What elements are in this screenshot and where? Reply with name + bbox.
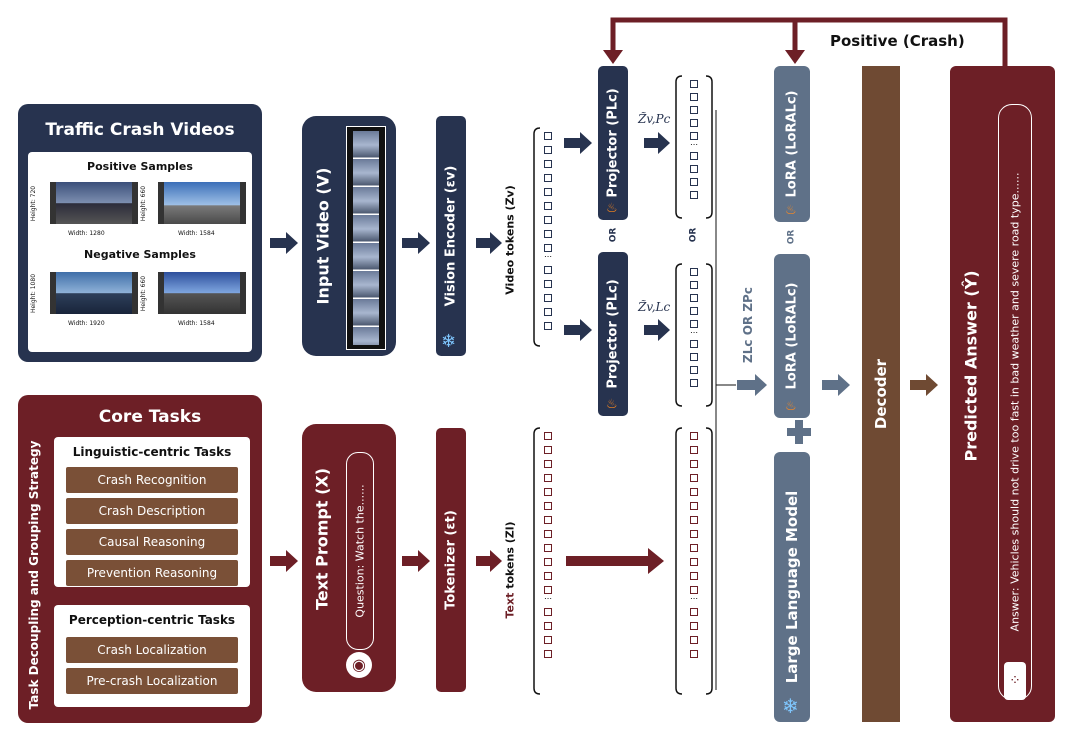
- input-video-block: Input Video (V): [302, 116, 396, 356]
- core-tasks-panel: Core Tasks Task Decoupling and Grouping …: [18, 395, 262, 723]
- lora-pc-label: LoRA (LoRALc): [784, 90, 800, 198]
- projected-token-column-pc: ⋯: [690, 80, 698, 199]
- robot-icon: ⁘: [1004, 662, 1026, 700]
- zlc-or-zpc-label: ZLc OR ZPc: [741, 287, 755, 363]
- positive-crash-label: Positive (Crash): [830, 32, 965, 50]
- videos-title: Traffic Crash Videos: [45, 120, 235, 140]
- tokenizer-block: Tokenizer (εt): [436, 428, 466, 692]
- sample-height: Height: 660: [140, 275, 148, 312]
- z-pc-label: Z̃v,Pc: [638, 112, 671, 126]
- question-text: Question: Watch the......: [353, 484, 367, 618]
- sample-width: Width: 1280: [68, 230, 105, 237]
- video-tokens-label: Video tokens (Zv): [503, 185, 517, 295]
- lora-lc-label: LoRA (LoRALc): [784, 282, 800, 390]
- text-token-column-out: ⋯: [690, 432, 698, 658]
- projector-pc-label: Projector (PLc): [605, 88, 621, 198]
- fire-icon: ♨: [785, 203, 797, 218]
- snowflake-icon: ❄: [782, 694, 799, 718]
- answer-text: Answer: Vehicles should not drive too fa…: [1008, 172, 1022, 632]
- task-causal-reasoning: Causal Reasoning: [66, 529, 238, 555]
- vision-encoder-label: Vision Encoder (εv): [443, 165, 459, 307]
- sample-width: Width: 1584: [178, 320, 215, 327]
- answer-bubble: Answer: Vehicles should not drive too fa…: [998, 104, 1032, 700]
- tokenizer-label: Tokenizer (εt): [443, 510, 459, 610]
- chat-icon: ◉: [346, 652, 372, 678]
- snowflake-icon: ❄: [441, 331, 457, 352]
- lora-pc-block: LoRA (LoRALc) ♨: [774, 66, 810, 222]
- question-bubble: Question: Watch the......: [346, 452, 374, 650]
- task-crash-localization: Crash Localization: [66, 637, 238, 663]
- lora-lc-block: LoRA (LoRALc) ♨: [774, 254, 810, 418]
- fire-icon: ♨: [606, 397, 618, 412]
- sample-height: Height: 1080: [30, 273, 38, 314]
- sample-width: Width: 1920: [68, 320, 105, 327]
- positive-samples-title: Positive Samples: [87, 160, 193, 173]
- sample-height: Height: 660: [140, 185, 148, 222]
- perception-tasks-card: Perception-centric Tasks Crash Localizat…: [54, 605, 250, 707]
- llm-block: Large Language Model ❄: [774, 452, 810, 722]
- fire-icon: ♨: [606, 201, 618, 216]
- task-crash-description: Crash Description: [66, 498, 238, 524]
- sample-height: Height: 720: [30, 185, 38, 222]
- fire-icon: ♨: [785, 399, 797, 414]
- z-lc-label: Z̃v,Lc: [638, 300, 671, 314]
- sample-thumbnail: [158, 182, 246, 224]
- text-prompt-block: Text Prompt (X) Question: Watch the.....…: [302, 424, 396, 692]
- sample-width: Width: 1584: [178, 230, 215, 237]
- traffic-crash-videos-panel: Traffic Crash Videos Positive Samples Ne…: [18, 104, 262, 362]
- sample-thumbnail: [158, 272, 246, 314]
- sample-thumbnail: [50, 182, 138, 224]
- or-label-lora: OR: [786, 229, 797, 245]
- grouping-strategy-label: Task Decoupling and Grouping Strategy: [27, 440, 41, 710]
- decoder-label: Decoder: [872, 358, 890, 430]
- input-video-label: Input Video (V): [313, 167, 333, 305]
- linguistic-title: Linguistic-centric Tasks: [72, 445, 232, 459]
- projected-token-column-lc: ⋯: [690, 268, 698, 387]
- text-prompt-label: Text Prompt (X): [312, 467, 332, 611]
- task-prevention-reasoning: Prevention Reasoning: [66, 560, 238, 586]
- predicted-answer-label: Predicted Answer (Ŷ): [961, 270, 981, 462]
- linguistic-tasks-card: Linguistic-centric Tasks Crash Recogniti…: [54, 437, 250, 587]
- text-token-column: ⋯: [544, 432, 552, 658]
- llm-label: Large Language Model: [783, 490, 801, 684]
- core-tasks-title: Core Tasks: [98, 407, 202, 427]
- text-tokens-label: Text tokens (Zl): [503, 521, 517, 619]
- negative-samples-title: Negative Samples: [84, 248, 196, 261]
- projector-lc-label: Projector (PLc): [605, 279, 621, 389]
- or-label-projectors: OR: [608, 227, 619, 243]
- sample-thumbnail: [50, 272, 138, 314]
- task-crash-recognition: Crash Recognition: [66, 467, 238, 493]
- video-token-column: ⋯: [544, 132, 552, 330]
- film-strip: [346, 126, 386, 350]
- projector-pc-block: Projector (PLc) ♨: [598, 66, 628, 220]
- or-label-tokens: OR: [688, 227, 699, 243]
- task-precrash-localization: Pre-crash Localization: [66, 668, 238, 694]
- decoder-block: Decoder: [862, 66, 900, 722]
- samples-card: Positive Samples Negative Samples Height…: [28, 152, 252, 352]
- vision-encoder-block: Vision Encoder (εv) ❄: [436, 116, 466, 356]
- perception-title: Perception-centric Tasks: [68, 613, 236, 627]
- projector-lc-block: Projector (PLc) ♨: [598, 252, 628, 416]
- predicted-answer-block: Predicted Answer (Ŷ) Answer: Vehicles sh…: [950, 66, 1055, 722]
